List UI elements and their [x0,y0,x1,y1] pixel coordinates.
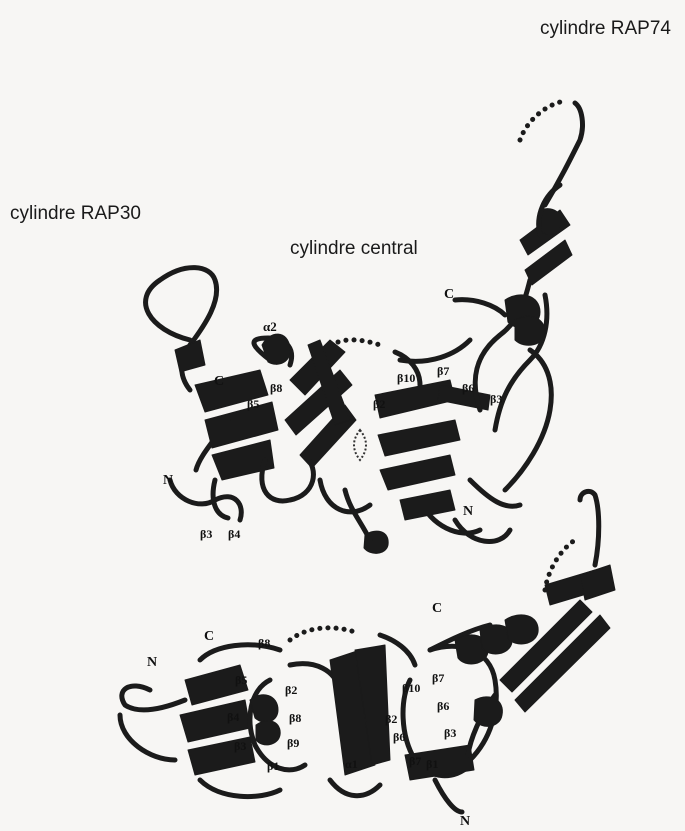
bottom-label-beta9: β9 [287,736,299,750]
bottom-label-alpha1: α1 [345,757,358,771]
bottom-label-beta1-left: β1 [267,759,279,773]
bottom-label-beta8-mid: β8 [289,711,301,725]
bottom-label-beta6-mid: β6 [393,730,405,744]
bottom-label-beta8-top: β8 [258,636,270,650]
bottom-label-n-bottom: N [460,814,470,829]
bottom-label-beta2-b: β2 [385,712,397,726]
bottom-label-beta1-right: β1 [426,757,438,771]
top-label-beta8: β8 [270,381,282,395]
top-label-beta3-left: β3 [200,527,212,541]
bottom-label-beta7-right: β7 [432,671,444,685]
bottom-label-beta7-bottom: β7 [409,754,421,768]
bottom-label-n-left: N [147,655,157,670]
top-label-beta2: β2 [373,397,385,411]
bottom-label-beta2-a: β2 [285,683,297,697]
top-label-beta7: β7 [437,364,449,378]
top-label-n-left: N [163,473,173,488]
bottom-label-c-top-right: C [432,601,442,616]
top-label-beta4: β4 [228,527,240,541]
top-label-alpha2: α2 [263,319,277,334]
bottom-label-beta3-right: β3 [444,726,456,740]
bottom-label-beta3-left: β3 [234,739,246,753]
top-label-c-left: C [214,374,224,389]
bottom-label-beta6-right: β6 [437,699,449,713]
bottom-label-beta4: β4 [227,710,239,724]
top-ribbon-structure [146,102,583,553]
top-label-beta3-right: β3 [490,392,502,406]
bottom-label-beta10: β10 [402,681,420,695]
top-label-beta5: β5 [247,397,259,411]
top-label-c-right: C [444,287,454,302]
bottom-label-beta5: β5 [235,673,247,687]
top-label-n-bottom: N [463,504,473,519]
top-label-beta10: β10 [397,371,415,385]
bottom-label-c-left: C [204,629,214,644]
top-label-beta6: β6 [462,381,474,395]
